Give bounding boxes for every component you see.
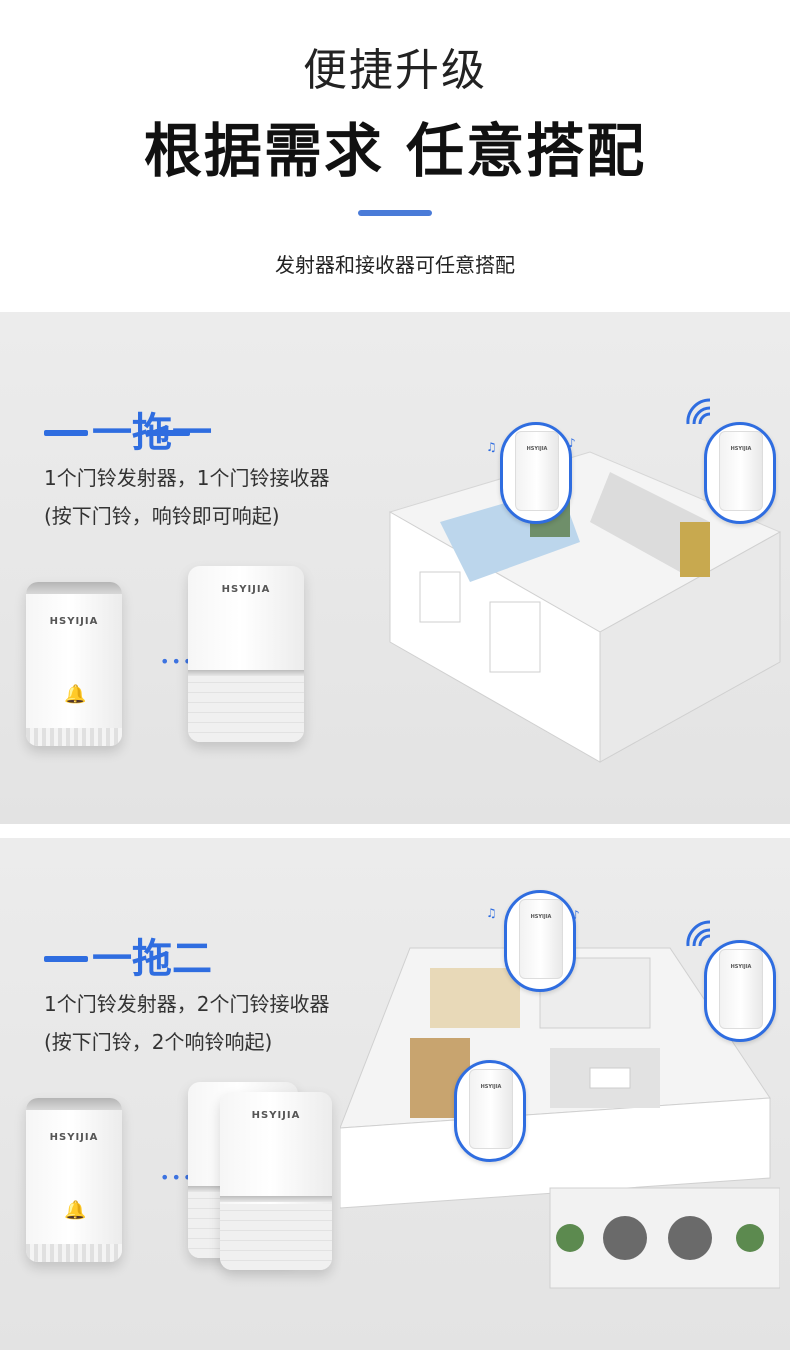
header-divider (358, 210, 432, 216)
title-dash-left (44, 956, 88, 962)
receiver-device: HSYIJIA 🔔 (26, 1098, 122, 1262)
receiver-bottom-grille (26, 728, 122, 746)
receiver-top-cap (26, 582, 122, 594)
receiver-brand: HSYIJIA (49, 1132, 99, 1143)
mini-device: HSYIJIA (515, 431, 559, 511)
receiver-location-marker: HSYIJIA (500, 422, 572, 524)
wifi-signal-icon (686, 920, 711, 947)
house-illustration (388, 451, 782, 763)
transmitter-band (188, 670, 304, 676)
receiver-top-cap (26, 1098, 122, 1110)
section-desc-line1: 1个门铃发射器，1个门铃接收器 (44, 466, 330, 490)
section-title: 一拖二 (92, 936, 212, 982)
page-header: 便捷升级 根据需求 任意搭配 发射器和接收器可任意搭配 (0, 0, 790, 310)
section-desc-line2: (按下门铃，2个响铃响起) (44, 1030, 273, 1054)
section-desc-line2: (按下门铃，响铃即可响起) (44, 504, 280, 528)
transmitter-location-marker: HSYIJIA (454, 1060, 526, 1162)
transmitter-brick-pattern (188, 676, 304, 742)
mini-device: HSYIJIA (719, 431, 763, 511)
header-caption: 发射器和接收器可任意搭配 (275, 253, 515, 277)
section-title: 一拖一 (92, 410, 212, 456)
music-note-icon: ♪ (572, 908, 580, 922)
music-note-icon: ♫ (486, 440, 497, 454)
connection-dots: ••• (160, 652, 195, 671)
section-desc-line1: 1个门铃发射器，2个门铃接收器 (44, 992, 330, 1016)
music-note-icon: ♫ (486, 906, 497, 920)
transmitter-brand: HSYIJIA (251, 1110, 301, 1121)
transmitter-brand: HSYIJIA (221, 584, 271, 595)
bell-icon: 🔔 (64, 684, 87, 705)
bell-icon: 🔔 (64, 1200, 87, 1221)
mini-device: HSYIJIA (519, 899, 563, 979)
music-note-icon: ♪ (568, 436, 576, 450)
receiver-brand: HSYIJIA (49, 616, 99, 627)
headline-title: 根据需求 任意搭配 (143, 117, 647, 185)
title-dash-left (44, 430, 88, 436)
floorplan-illustration (340, 947, 780, 1289)
kicker-title: 便捷升级 (303, 45, 487, 96)
transmitter-band (220, 1196, 332, 1202)
title-dash-right (146, 430, 190, 436)
section-one-to-one: 一拖一 1个门铃发射器，1个门铃接收器 (按下门铃，响铃即可响起) HSYIJI… (0, 312, 790, 824)
mini-device: HSYIJIA (719, 949, 763, 1029)
receiver-location-marker: HSYIJIA (504, 890, 576, 992)
receiver-bottom-grille (26, 1244, 122, 1262)
section-one-to-two: 一拖二 1个门铃发射器，2个门铃接收器 (按下门铃，2个响铃响起) HSYIJI… (0, 838, 790, 1350)
receiver-device: HSYIJIA 🔔 (26, 582, 122, 746)
transmitter-device-front: HSYIJIA (220, 1092, 332, 1270)
wifi-signal-icon (686, 398, 711, 425)
transmitter-brick-pattern (220, 1204, 332, 1270)
connection-dots: ••• (160, 1168, 195, 1187)
transmitter-device: HSYIJIA (188, 566, 304, 742)
transmitter-location-marker: HSYIJIA (704, 422, 776, 524)
mini-device: HSYIJIA (469, 1069, 513, 1149)
receiver-location-marker-2: HSYIJIA (704, 940, 776, 1042)
